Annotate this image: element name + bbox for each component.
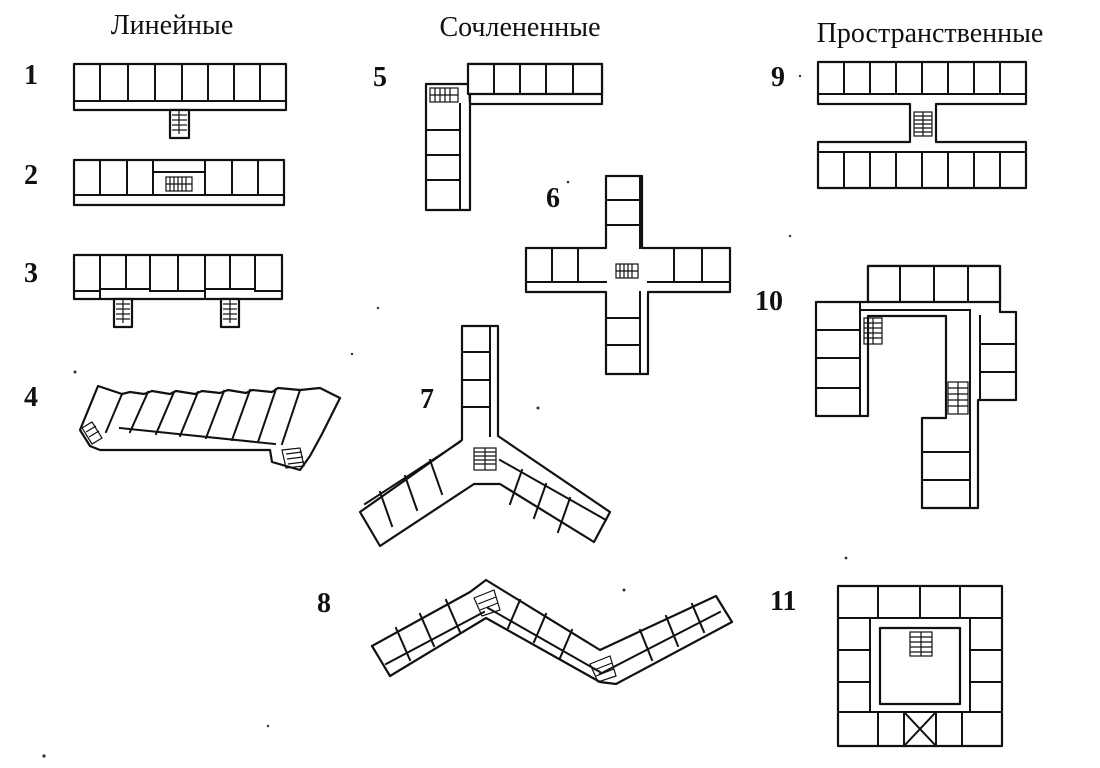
plan-4 — [78, 384, 342, 472]
plan-11 — [836, 584, 1004, 748]
header-linear: Линейные — [111, 10, 234, 41]
stair-icon — [473, 447, 497, 471]
plan-label-1: 1 — [24, 60, 38, 91]
plan-label-9: 9 — [771, 62, 785, 93]
stair-icon — [281, 447, 305, 469]
plan-6 — [524, 174, 732, 376]
plan-label-7: 7 — [420, 384, 434, 415]
stair-icon — [863, 317, 883, 345]
plan-label-10: 10 — [755, 286, 783, 317]
plan-8 — [370, 578, 734, 686]
plan-label-6: 6 — [546, 183, 560, 214]
stair-icon — [429, 87, 459, 103]
stair-icon — [913, 111, 933, 137]
stair-icon — [473, 589, 501, 617]
plan-5 — [424, 62, 604, 212]
plan-label-2: 2 — [24, 160, 38, 191]
stair-icon — [909, 631, 933, 657]
scan-noise — [42, 74, 848, 758]
plan-label-11: 11 — [770, 586, 796, 617]
stair-icon — [112, 297, 134, 329]
header-spatial: Пространственные — [817, 18, 1044, 49]
stair-icon — [615, 263, 639, 279]
stair-icon — [165, 176, 193, 192]
stair-icon — [81, 421, 103, 445]
plan-7 — [358, 324, 612, 548]
plan-label-5: 5 — [373, 62, 387, 93]
plan-label-3: 3 — [24, 258, 38, 289]
plan-10 — [814, 264, 1018, 510]
stair-icon — [589, 655, 617, 683]
stair-icon — [168, 108, 191, 140]
plan-label-4: 4 — [24, 382, 38, 413]
plan-label-8: 8 — [317, 588, 331, 619]
stair-icon — [947, 381, 969, 415]
plan-1 — [72, 62, 288, 140]
plan-9 — [816, 60, 1028, 190]
plan-2 — [72, 158, 286, 207]
stair-icon — [219, 297, 241, 329]
header-articulated: Сочлененные — [439, 12, 600, 43]
plan-3 — [72, 253, 284, 329]
